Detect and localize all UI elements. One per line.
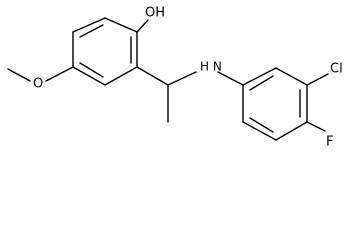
bond <box>167 71 197 86</box>
bond <box>217 71 244 86</box>
double-bond-inner <box>79 62 104 78</box>
bond <box>242 67 277 86</box>
amine-label: H N <box>200 60 222 74</box>
bond <box>275 121 308 141</box>
bond <box>104 17 138 33</box>
bond <box>306 121 326 132</box>
bond <box>7 68 31 82</box>
bond <box>136 66 169 86</box>
bond <box>136 19 149 33</box>
double-bond-inner <box>249 117 274 133</box>
bond <box>242 121 277 141</box>
bond <box>72 17 106 33</box>
bond <box>45 66 74 82</box>
hydroxyl-label: OH <box>145 6 165 21</box>
bond <box>72 66 106 86</box>
bond <box>306 73 329 86</box>
double-bond-inner <box>79 24 104 38</box>
structure-canvas: OH O H N Cl F <box>7 6 343 150</box>
bond <box>104 66 138 86</box>
fluorine-label: F <box>326 135 333 150</box>
bond <box>275 67 308 86</box>
molecule-structure: OH O H N Cl F <box>7 6 343 150</box>
methoxy-oxygen-label: O <box>33 77 43 92</box>
chlorine-label: Cl <box>330 62 343 77</box>
double-bond-inner <box>249 75 274 91</box>
